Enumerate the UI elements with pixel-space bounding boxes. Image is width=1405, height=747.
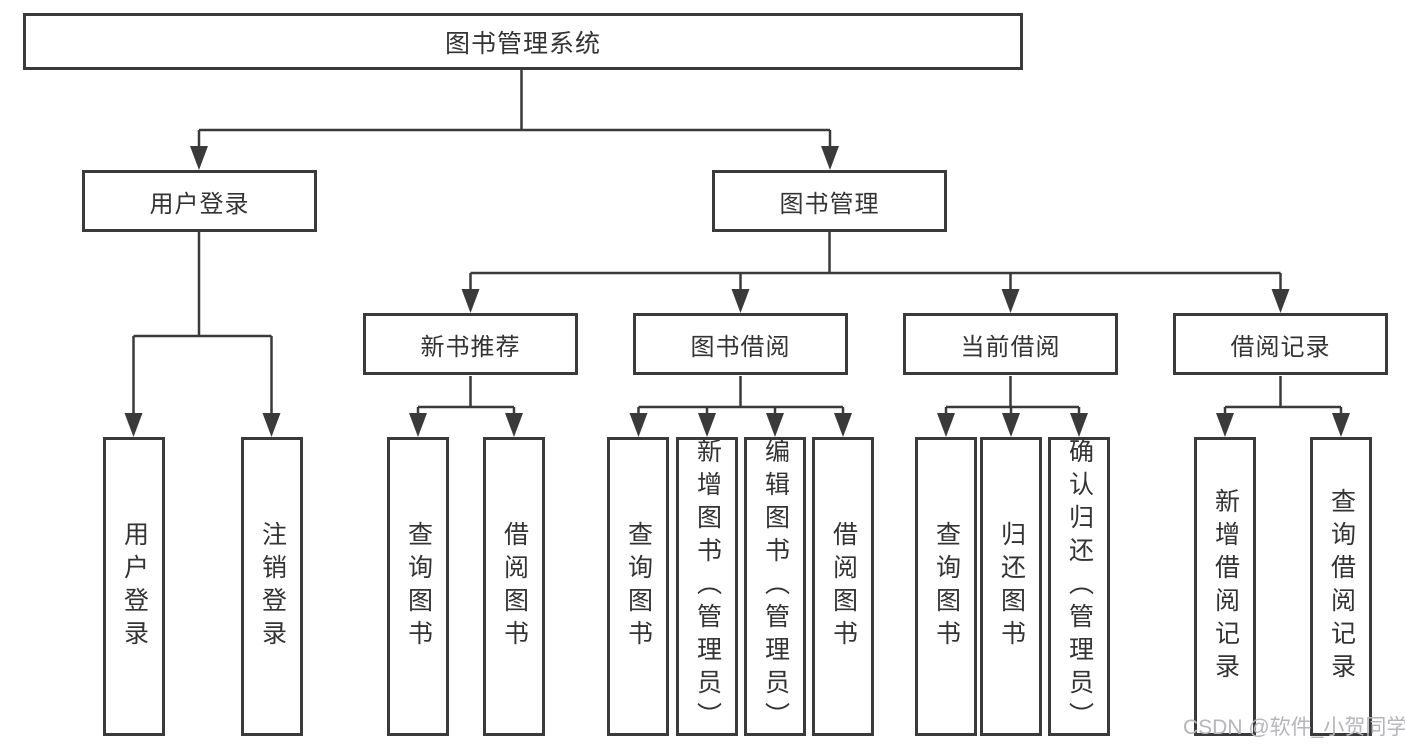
node-user-login: 用户登录 [82,170,317,232]
arrowhead [698,413,716,437]
connector-new-book-split [416,376,516,415]
arrowhead [1001,289,1020,313]
node-library-management-system: 图书管理系统 [23,13,1023,70]
leaf-confirm-return-admin: 确认归还（管理员） [1048,437,1110,736]
leaf-query-books-borrowing: 查询图书 [607,437,669,736]
arrowhead [731,289,750,313]
node-label: 图书借阅 [690,333,791,361]
connector-root-split [197,70,832,148]
node-current-borrowing: 当前借阅 [903,313,1118,375]
leaf-add-book-admin: 新增图书（管理员） [676,437,738,736]
node-label: 新增图书（管理员） [693,438,722,735]
arrowhead [124,413,143,437]
node-label: 用户登录 [120,520,149,653]
arrowhead [937,413,955,437]
node-label: 图书管理系统 [444,29,601,58]
arrowhead [834,413,852,437]
connector-book-management-split [469,232,1282,291]
arrowhead [629,413,648,437]
arrowhead [461,289,480,313]
arrowhead [262,413,281,437]
leaf-query-books-recommendation: 查询图书 [387,437,449,736]
node-label: 借阅记录 [1230,333,1331,361]
arrowhead [409,413,427,437]
node-label: 借阅图书 [500,520,529,653]
node-label: 用户登录 [149,190,250,218]
leaf-user-login: 用户登录 [103,437,165,736]
node-new-book-recommendation: 新书推荐 [363,313,578,375]
arrowhead [1216,413,1234,437]
arrowhead [505,413,523,437]
arrowheads [124,146,1350,437]
node-label: 查询图书 [404,520,433,653]
node-label: 编辑图书（管理员） [761,438,790,735]
node-label: 借阅图书 [829,520,858,653]
node-label: 查询借阅记录 [1327,487,1356,686]
node-label: 注销登录 [258,520,287,653]
node-label: 新增借阅记录 [1211,487,1240,686]
node-label: 当前借阅 [960,333,1061,361]
arrowhead [1271,289,1290,313]
connector-book-borrowing-split [637,376,845,415]
arrowhead [1070,413,1088,437]
node-label: 新书推荐 [420,333,521,361]
arrowhead [190,146,208,170]
node-label: 图书管理 [779,190,880,218]
leaf-borrow-books: 借阅图书 [812,437,874,736]
leaf-query-books-current: 查询图书 [915,437,977,736]
arrowhead [821,146,839,170]
node-book-borrowing: 图书借阅 [633,313,848,375]
leaf-add-borrowing-record: 新增借阅记录 [1194,437,1256,736]
node-label: 查询图书 [624,520,653,653]
arrowhead [766,413,784,437]
connector-user-login-split [132,232,273,414]
node-label: 查询图书 [932,520,961,653]
leaf-logout: 注销登录 [241,437,303,736]
connector-borrowing-records-split [1223,376,1343,415]
node-borrowing-records: 借阅记录 [1173,313,1388,375]
connector-current-borrowing-split [944,376,1081,415]
node-book-management: 图书管理 [712,170,947,232]
watermark: CSDN @软件_小贺同学 [1183,716,1405,739]
node-label: 归还图书 [997,520,1026,653]
arrowhead [1002,413,1020,437]
leaf-query-borrowing-record: 查询借阅记录 [1310,437,1372,736]
leaf-edit-book-admin: 编辑图书（管理员） [744,437,806,736]
node-label: 确认归还（管理员） [1065,438,1094,735]
leaf-borrow-books-recommendation: 借阅图书 [483,437,545,736]
arrowhead [1332,413,1350,437]
leaf-return-book: 归还图书 [980,437,1042,736]
